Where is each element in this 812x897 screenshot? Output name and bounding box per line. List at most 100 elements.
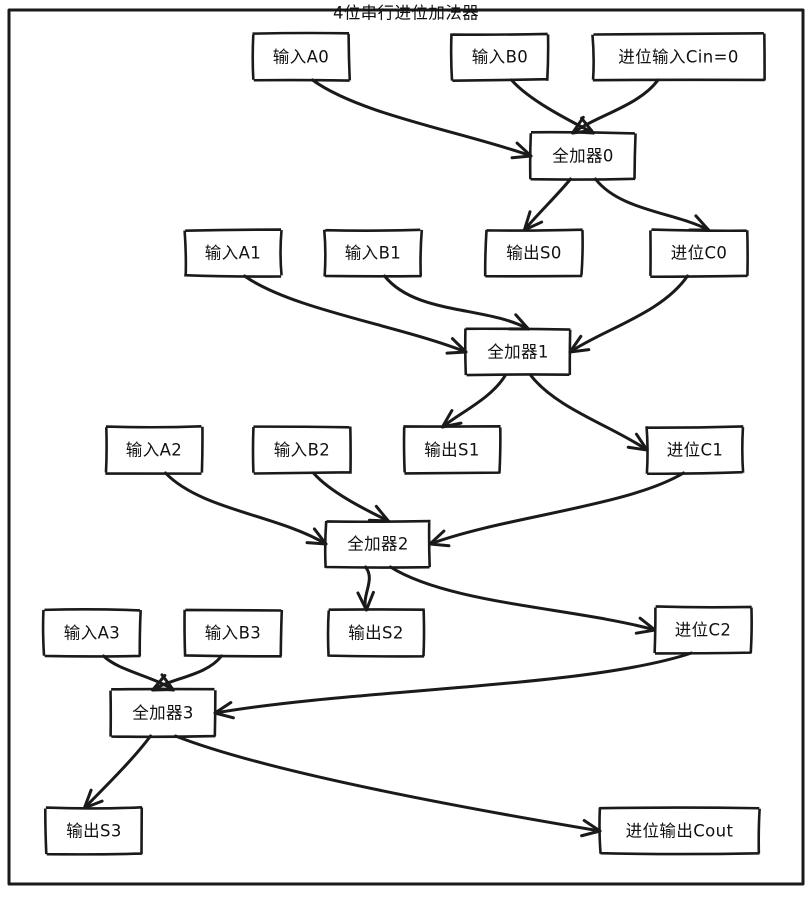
node-label-cin: 进位输入Cin=0 [618,48,739,67]
node-label-fa0: 全加器0 [552,147,614,166]
node-box-a1 [183,228,283,278]
node-box-a2 [104,424,204,475]
node-label-s2: 输出S2 [348,624,404,643]
edge-line [528,373,649,452]
node-label-fa2: 全加器2 [347,535,409,554]
node-box-s1 [402,425,502,475]
node-box-c2 [653,605,753,655]
node-label-c2: 进位C2 [675,621,732,640]
edge-fa3-to-s3 [82,734,153,810]
node-label-a3: 输入A3 [64,624,120,643]
node-layer: 输入A0 输入B0 进位输入Cin=0 全加器0 输入A1 输入B1 输出S0 进位C0 全加器… [41,31,766,856]
node-fa2[interactable]: 全加器2 [323,519,431,569]
node-fa3[interactable]: 全加器3 [109,687,217,739]
edge-line [440,373,508,429]
node-box-cout [598,806,761,856]
node-box-c1 [645,425,745,476]
node-label-b0: 输入B0 [472,48,528,67]
node-s3[interactable]: 输出S3 [43,805,144,856]
node-b3[interactable]: 输入B3 [183,608,284,658]
node-label-b1: 输入B1 [345,244,401,263]
node-fa1[interactable]: 全加器1 [463,327,572,377]
edge-line [568,274,689,354]
edge-fa2-to-s2 [356,565,375,612]
node-b0[interactable]: 输入B0 [449,32,550,82]
node-cout[interactable]: 进位输出Cout [598,806,761,856]
node-c0[interactable]: 进位C0 [649,228,749,279]
edge-line [522,177,573,232]
edge-line [164,471,328,546]
node-box-fa2 [323,519,431,569]
edge-fa1-to-s1 [440,373,508,429]
node-box-b3 [183,608,284,658]
edge-line [213,651,693,715]
node-a2[interactable]: 输入A2 [104,424,204,475]
edge-a2-to-fa2 [164,471,328,546]
diagram-frame [7,8,805,886]
edge-b1-to-fa1 [383,274,530,331]
node-a1[interactable]: 输入A1 [183,228,283,278]
node-c1[interactable]: 进位C1 [645,425,745,476]
node-label-cout: 进位输出Cout [626,822,734,841]
node-box-b1 [322,228,424,278]
node-box-s3 [43,805,144,856]
edge-line [243,274,468,354]
edge-a1-to-fa1 [243,274,468,355]
node-box-fa0 [528,130,637,181]
node-box-fa1 [463,327,572,377]
node-label-c1: 进位C1 [667,441,724,460]
edge-line [571,78,660,135]
edge-line [173,734,602,833]
arrow-head-icon [626,432,649,452]
edge-line [151,654,223,692]
edge-b0-to-fa0 [510,78,595,135]
node-cin[interactable]: 进位输入Cin=0 [591,32,766,82]
edge-c0-to-fa1 [568,274,689,354]
node-box-b2 [251,425,352,475]
node-a0[interactable]: 输入A0 [251,31,352,82]
node-box-cin [591,32,766,82]
node-label-s0: 输出S0 [506,244,562,263]
node-box-fa3 [109,687,217,739]
edge-fa1-to-c1 [528,373,649,452]
edge-line [510,78,595,135]
node-label-a1: 输入A1 [205,244,261,263]
edge-b3-to-fa3 [151,654,223,692]
node-label-s3: 输出S3 [66,822,122,841]
edge-cin-to-fa0 [571,78,660,135]
node-box-b0 [449,32,550,82]
node-a3[interactable]: 输入A3 [41,607,142,658]
edge-a0-to-fa0 [311,78,533,160]
edge-line [388,565,657,632]
edge-c1-to-fa2 [428,471,685,548]
edge-line [311,78,533,158]
node-b1[interactable]: 输入B1 [322,228,424,278]
edge-line [82,734,153,810]
diagram-title: 4位串行进位加法器 [333,4,479,23]
node-box-s0 [483,228,584,278]
node-b2[interactable]: 输入B2 [251,425,352,475]
edge-line [428,471,685,546]
edge-line [312,471,390,523]
node-label-b3: 输入B3 [205,624,261,643]
node-label-s1: 输出S1 [424,441,480,460]
node-s2[interactable]: 输出S2 [326,608,426,658]
edge-fa3-to-cout [173,734,602,838]
edge-fa0-to-c0 [593,177,711,232]
node-s1[interactable]: 输出S1 [402,425,502,475]
node-box-a3 [41,607,142,658]
edge-line [383,274,530,331]
node-label-b2: 输入B2 [274,441,330,460]
node-label-fa3: 全加器3 [132,704,194,723]
node-label-c0: 进位C0 [671,244,728,263]
node-fa0[interactable]: 全加器0 [528,130,637,181]
node-s0[interactable]: 输出S0 [483,228,584,278]
edge-line [102,654,175,692]
node-box-a0 [251,31,352,82]
node-c2[interactable]: 进位C2 [653,605,753,655]
edge-line [593,177,711,232]
edge-c2-to-fa3 [213,651,693,720]
node-label-fa1: 全加器1 [487,343,549,362]
